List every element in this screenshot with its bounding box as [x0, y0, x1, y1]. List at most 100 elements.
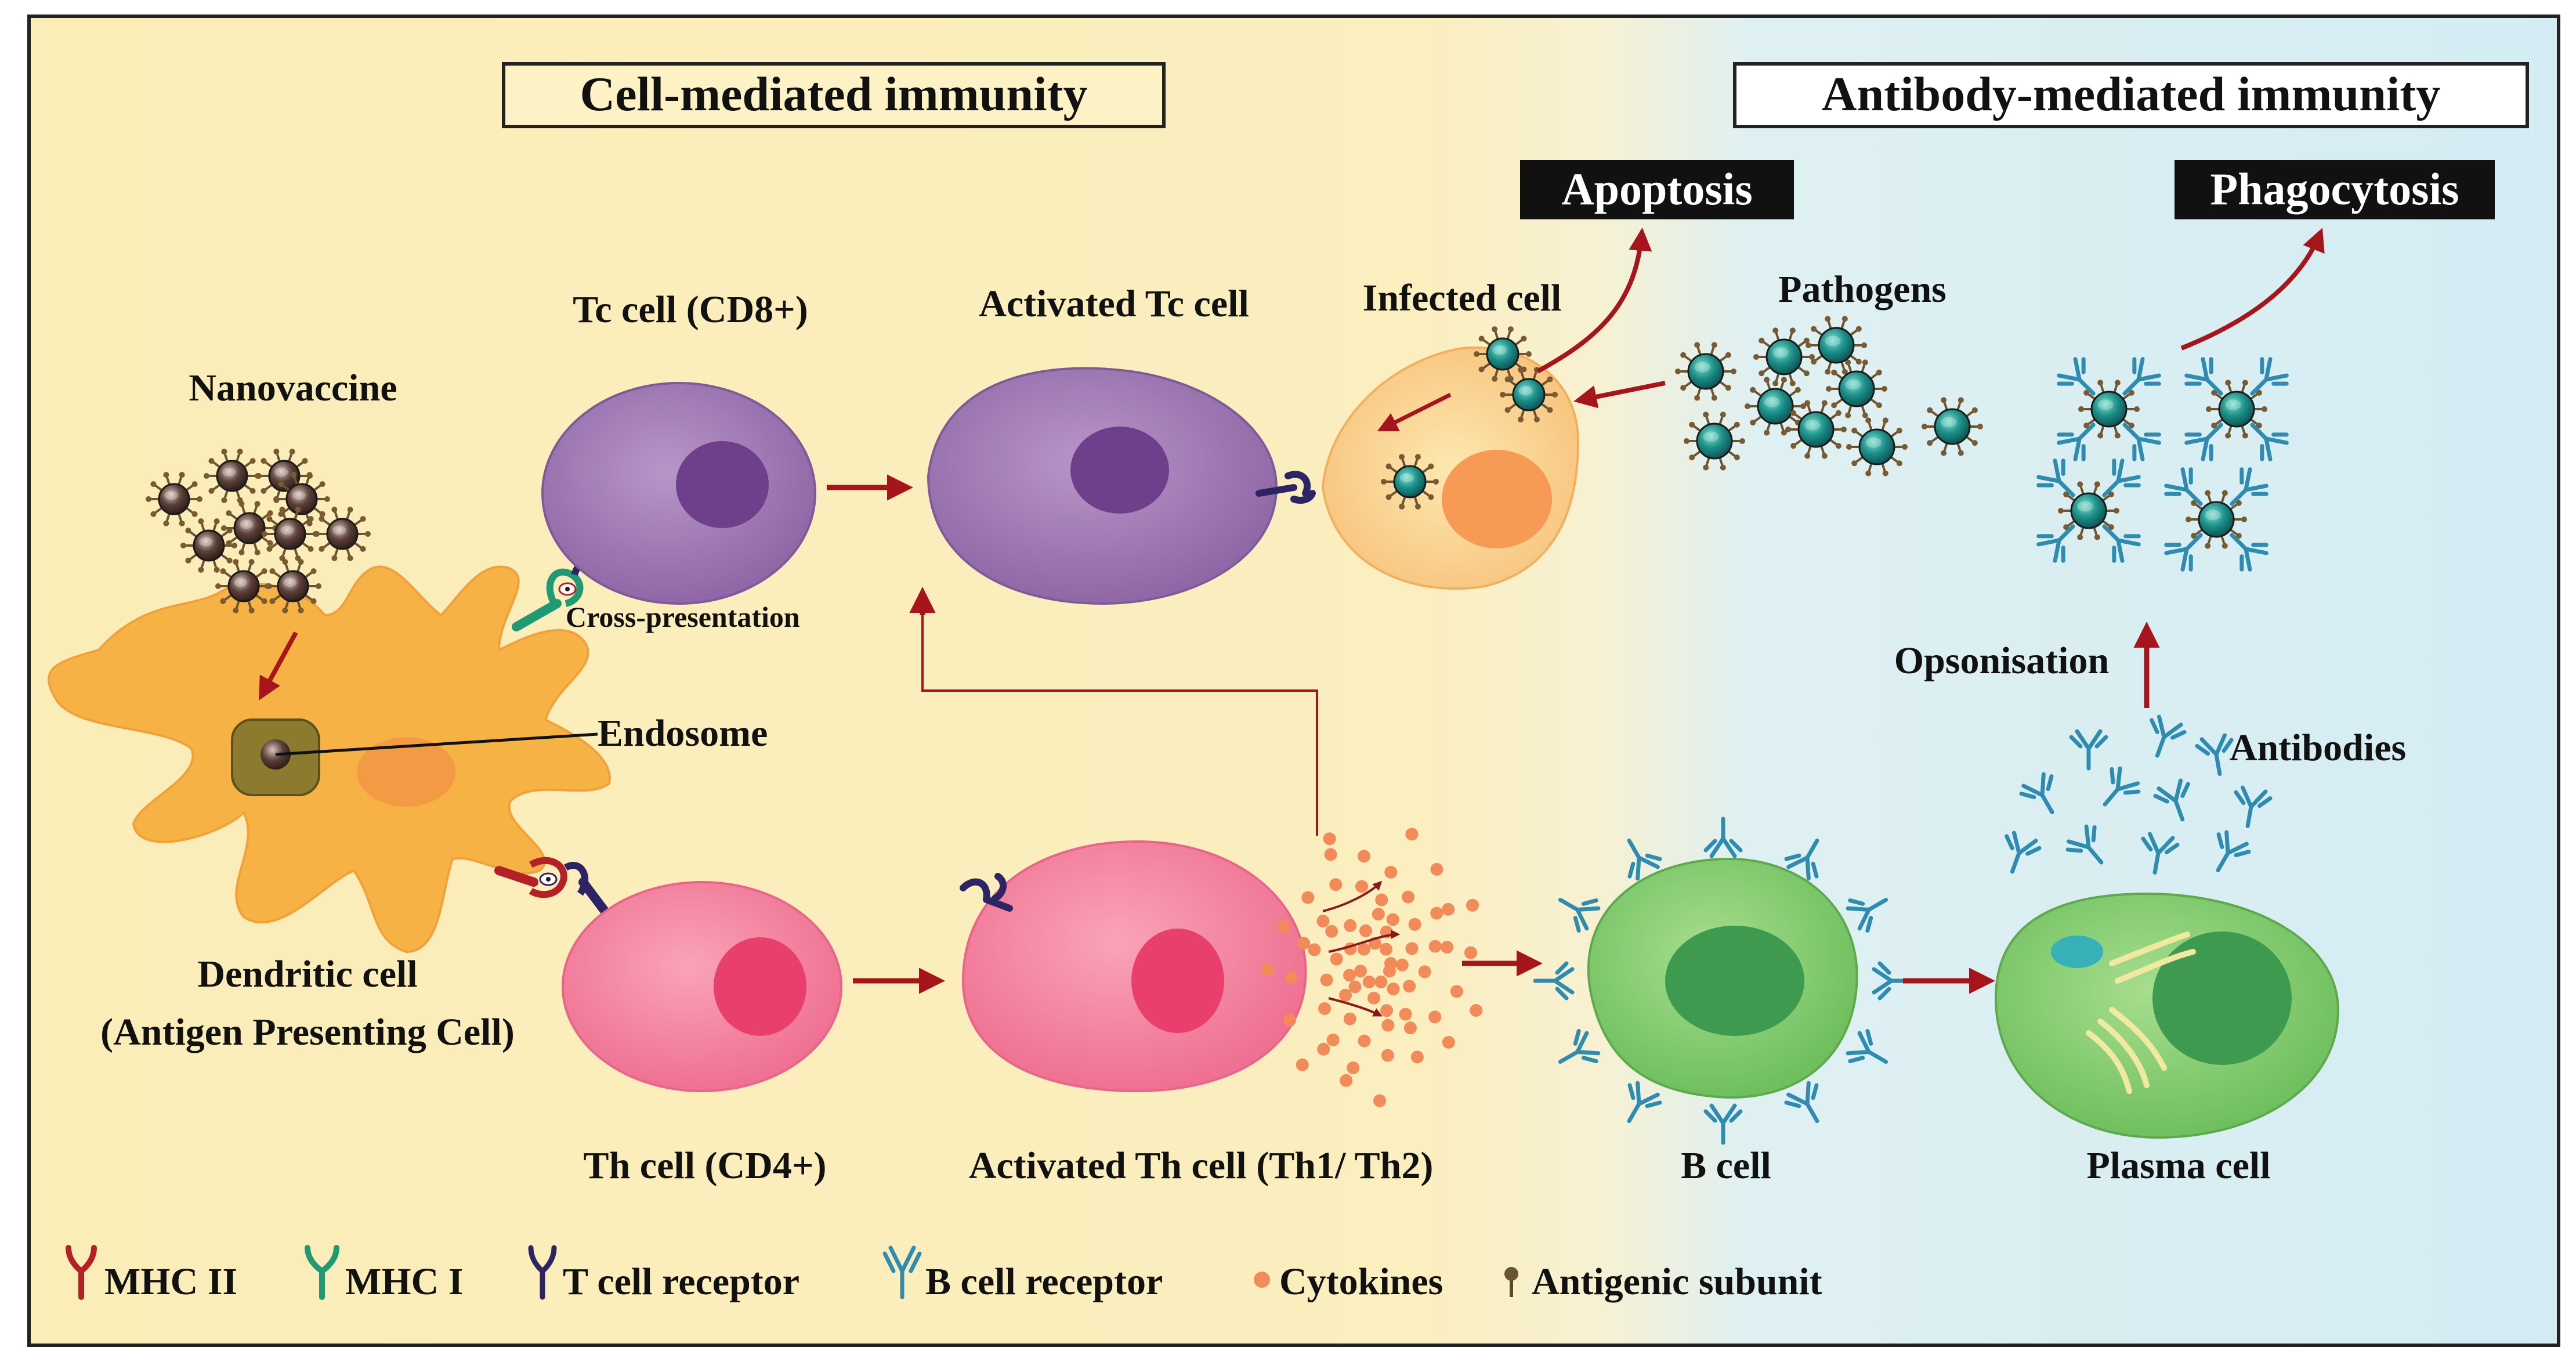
b-cell-receptors — [1533, 817, 1913, 1145]
nanovaccine-particle — [256, 449, 313, 503]
antibody — [2141, 832, 2180, 875]
legend: MHC II MHC I T cell receptor B cell rece… — [66, 1245, 1822, 1303]
infected-cell-label: Infected cell — [1363, 277, 1562, 319]
b-cell-receptor — [1846, 1029, 1888, 1064]
pathogens-label: Pathogens — [1778, 268, 1947, 310]
b-cell-receptor — [1627, 1081, 1662, 1124]
legend-bcr-icon — [882, 1245, 922, 1299]
apoptosis-arrow — [1536, 228, 1652, 374]
phagocytosis-label: Phagocytosis — [2210, 164, 2459, 214]
bound-antibody — [2184, 357, 2223, 396]
cytokine — [1340, 1074, 1353, 1087]
opsonised-pathogens — [2036, 357, 2289, 572]
cytokine — [1367, 991, 1380, 1005]
opsonised-pathogen — [2078, 380, 2140, 439]
diagram-frame — [27, 15, 2560, 1347]
opsonised-pathogen — [2186, 490, 2247, 549]
antibody — [2216, 830, 2251, 872]
plasma-cell-label: Plasma cell — [2086, 1144, 2270, 1187]
free-antibodies — [2005, 714, 2273, 875]
cytokine — [1384, 865, 1398, 879]
th-cell-label: Th cell (CD4+) — [584, 1144, 827, 1187]
pathogen — [1846, 417, 1908, 476]
cytokine — [1430, 907, 1443, 920]
activated-th-receptor — [960, 873, 1013, 912]
tc-cell-label: Tc cell (CD8+) — [573, 288, 808, 331]
activated-th-nucleus — [1131, 929, 1224, 1033]
b-cell-label: B cell — [1681, 1144, 1771, 1187]
legend-tcr-icon — [528, 1245, 557, 1300]
pathogen — [1675, 342, 1736, 401]
cytokine — [1277, 920, 1290, 933]
cytokine — [1325, 925, 1338, 938]
cytokine — [1380, 943, 1393, 956]
b-cell-receptor — [1872, 961, 1913, 1001]
bound-antibody — [2250, 423, 2289, 461]
cytokine — [1323, 832, 1336, 846]
cytokine — [1387, 983, 1400, 996]
antibody — [2069, 729, 2108, 771]
cytokine — [1329, 878, 1343, 891]
activated-th-label: Activated Th cell (Th1/ Th2) — [969, 1144, 1434, 1187]
cytokine — [1308, 943, 1321, 956]
bound-antibody — [2250, 357, 2289, 396]
legend-antigenic-icon — [1504, 1267, 1518, 1297]
cytokine — [1338, 988, 1352, 1002]
activated-tc-nucleus — [1070, 427, 1169, 514]
nanovaccine-particle — [204, 449, 261, 503]
legend-mhc2-icon — [66, 1245, 97, 1300]
cytokine — [1441, 941, 1454, 954]
cytokine — [1470, 1004, 1483, 1017]
bound-antibody — [2230, 533, 2269, 572]
cell-mediated-title: Cell-mediated immunity — [580, 67, 1088, 121]
cytokine — [1442, 902, 1455, 916]
nanovaccine-particle — [180, 518, 237, 573]
nanovaccine-cluster — [146, 449, 371, 613]
antibody-mediated-title-box — [1733, 62, 2529, 128]
cytokine — [1362, 975, 1376, 988]
cytokine — [1359, 924, 1372, 937]
pathogen — [1500, 367, 1558, 423]
pathogens-to-infected-arrow — [1573, 381, 1666, 409]
plasma-cell-nucleus — [2152, 931, 2292, 1065]
cytokine — [1344, 919, 1357, 932]
cytokine — [1347, 1061, 1360, 1074]
dendritic-cell — [48, 565, 611, 954]
phagocytosis-arrow — [2180, 228, 2325, 351]
cytokine — [1296, 1058, 1309, 1071]
antibody — [2234, 785, 2273, 828]
pathogen — [1684, 411, 1745, 471]
b-cell-receptor — [1703, 1103, 1743, 1145]
cytokine — [1380, 1004, 1394, 1017]
cytokine — [1408, 918, 1421, 931]
nanovaccine-particle — [262, 507, 319, 561]
pathogen — [1922, 397, 1983, 456]
antibodies-label: Antibodies — [2230, 727, 2406, 769]
cytokine — [1320, 973, 1333, 987]
cytokine — [1348, 980, 1362, 994]
b-cell-nucleus — [1665, 926, 1804, 1036]
phagocytosis-box — [2175, 160, 2495, 219]
help-signal-line — [921, 604, 1318, 836]
vaccine-entry-arrow — [259, 631, 298, 701]
cytokine-flow-arrow-2 — [1328, 930, 1401, 953]
b-cell-receptor — [1627, 838, 1662, 881]
bound-antibody — [2057, 423, 2096, 461]
cross-presentation-label: Cross-presentation — [566, 601, 800, 633]
cytokine — [1405, 942, 1419, 955]
cytokine — [1381, 1019, 1395, 1032]
bound-antibody — [2122, 423, 2161, 461]
cytokine — [1285, 971, 1298, 984]
cytokine — [1358, 1034, 1371, 1048]
cytokine — [1374, 975, 1388, 988]
cytokine — [1403, 1021, 1417, 1035]
apoptosis-box — [1520, 160, 1794, 219]
b-cell-receptor — [1558, 1029, 1601, 1064]
b-cell-receptor — [1784, 838, 1819, 881]
bound-antibody — [2164, 533, 2203, 572]
nanovaccine-particle — [215, 559, 272, 613]
b-cell-receptor — [1558, 898, 1601, 933]
cytokine — [1297, 937, 1310, 950]
bound-antibody — [2102, 524, 2141, 563]
